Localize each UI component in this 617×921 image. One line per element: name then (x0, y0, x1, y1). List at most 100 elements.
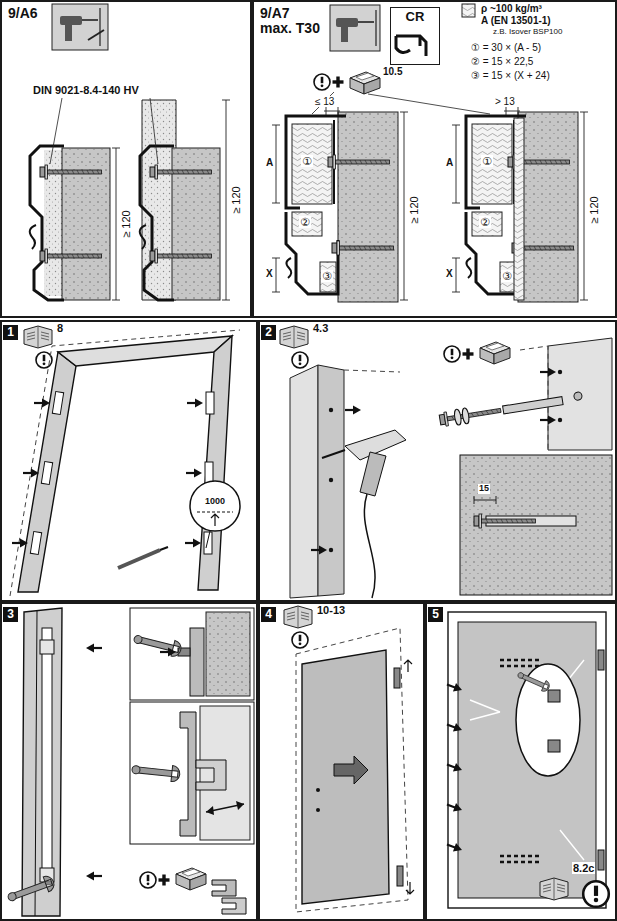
shim-plates (222, 898, 246, 914)
door-frame (23, 469, 39, 478)
step-number: 4 (261, 607, 276, 622)
dimension-label: 1000 (204, 497, 226, 507)
magnifier (211, 514, 219, 526)
magnifier (516, 664, 580, 776)
reference-number: 8.2c (572, 862, 595, 874)
wall-opening (290, 338, 612, 598)
manual-icon (24, 326, 52, 368)
callout-number: ① (301, 155, 313, 167)
anchor-screw (439, 390, 584, 428)
anchor-detail (474, 496, 496, 504)
manual-icon (292, 632, 308, 648)
door-frame (118, 550, 160, 568)
detail-bolt (132, 631, 182, 658)
door-rear (598, 850, 604, 870)
formula-note: ③ = 15 × (X + 24) (470, 70, 551, 81)
drill-icon (52, 4, 108, 50)
door-rear (445, 800, 463, 814)
drill-icon (375, 10, 376, 46)
callout-number: ③ (321, 270, 333, 282)
wall-opening (558, 418, 562, 422)
anchor-screw (503, 397, 564, 414)
dimension-label: ≥ 120 (120, 209, 132, 238)
wall-opening (540, 416, 556, 425)
reference-icon (350, 72, 380, 94)
door-rear (458, 622, 596, 898)
wall-section-plaster (222, 100, 230, 300)
door-rear (445, 720, 463, 734)
drill-icon (60, 16, 82, 25)
reference-number: 10-13 (316, 604, 346, 616)
wall-section (30, 146, 120, 300)
callout-number: ③ (501, 270, 513, 282)
dimension-label: ≥ 120 (588, 195, 600, 224)
drill-icon (99, 8, 100, 46)
wall-section-plaster (142, 100, 176, 300)
magnifier (190, 481, 240, 548)
symbol-label: CR (391, 10, 439, 24)
wall-opening (311, 546, 327, 555)
detail-shim (206, 801, 244, 815)
callout-number: ② (479, 216, 491, 228)
detail-shim (196, 760, 226, 790)
wall-section (40, 165, 102, 179)
material-note: z.B. Isover BSP100 (492, 28, 563, 37)
door-leaf (404, 660, 414, 894)
manual-icon (284, 606, 312, 648)
door-frame (185, 539, 201, 548)
wall-section-plaster (150, 165, 212, 179)
dimension-label: > 13 (494, 96, 516, 107)
door-frame (186, 469, 202, 478)
insulation-swatch (462, 4, 475, 17)
seal-profile-icon (396, 36, 426, 56)
dimension-label: X (445, 268, 454, 279)
door-frame (30, 532, 41, 555)
door-leaf (302, 650, 389, 904)
door-leaf (394, 668, 400, 688)
reference-icon (444, 346, 460, 362)
reference-icon (176, 868, 206, 890)
manual-icon (280, 326, 308, 368)
dimension-label: ≥ 120 (230, 185, 242, 214)
door-jamb (86, 644, 102, 653)
dimension-label: ≥ 120 (408, 195, 420, 224)
detail-shim (130, 702, 254, 844)
door-frame (204, 532, 212, 554)
detail-bolt (130, 608, 254, 700)
door-jamb (86, 872, 102, 881)
drill-icon (330, 5, 380, 51)
drill (322, 430, 406, 598)
step-panel: 4 (258, 602, 425, 921)
anchor-screw (573, 392, 582, 401)
step-number: 1 (3, 325, 18, 340)
drill-icon (88, 30, 104, 40)
reference-icon (480, 342, 510, 364)
magnifier (548, 690, 560, 702)
door-frame (206, 392, 214, 414)
step-number: 3 (3, 607, 18, 622)
door-leaf (296, 628, 414, 912)
door-rear (445, 840, 463, 854)
door-rear (470, 660, 584, 860)
reference-icon (312, 72, 490, 114)
door-frame (34, 399, 50, 408)
material-note: ρ ~100 kg/m³ (480, 3, 543, 14)
manual-icon (24, 326, 52, 348)
step-panel: 2 (258, 320, 617, 602)
door-leaf (334, 756, 368, 784)
magnifier (197, 511, 233, 512)
wall-section (30, 225, 36, 249)
wall-section-insulated-wide (514, 118, 524, 300)
door-leaf (397, 866, 403, 886)
drill (360, 452, 386, 496)
figure-title: 9/A6 (8, 6, 250, 21)
drill-icon (330, 5, 380, 51)
dimension-label: ≤ 13 (314, 96, 335, 107)
door-leaf (316, 788, 320, 792)
wall-opening (345, 406, 361, 415)
formula-note: ① = 30 × (A - 5) (470, 42, 542, 53)
step-number: 2 (261, 325, 276, 340)
manual-icon (280, 326, 308, 348)
